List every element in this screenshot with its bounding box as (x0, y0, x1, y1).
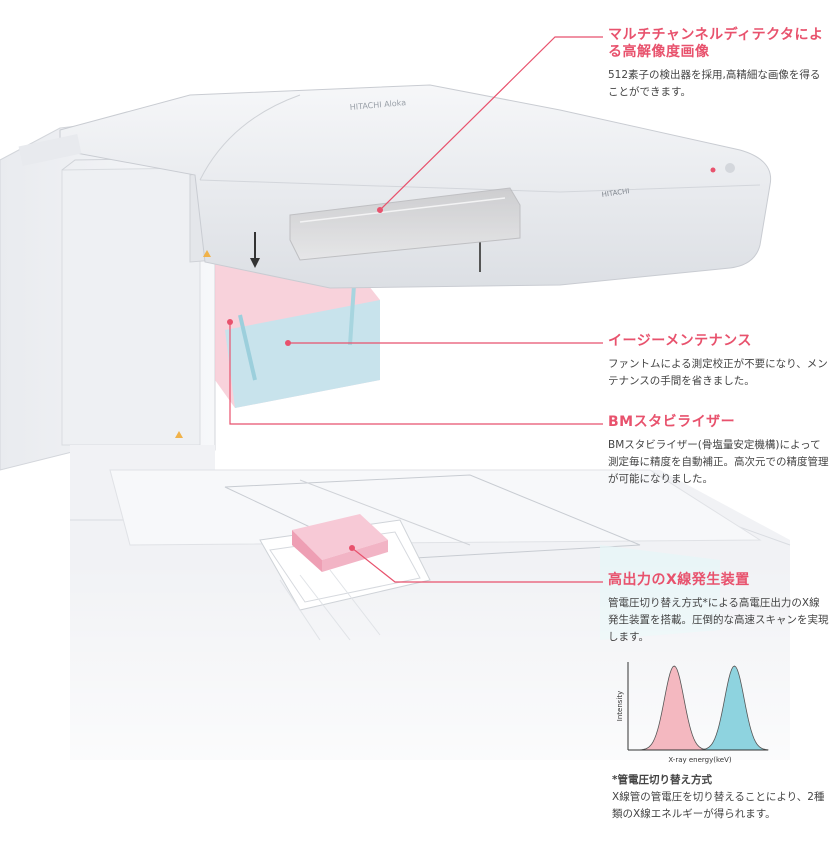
leader-dot (227, 319, 233, 325)
callout-body: 512素子の検出器を採用,高精細な画像を得ることができます。 (608, 69, 821, 98)
callout-body: ファントムによる測定校正が不要になり、メンテナンスの手間を省きました。 (608, 358, 828, 387)
detector (289, 187, 521, 261)
callout-xray-generator: 高出力のX線発生装置 管電圧切り替え方式*による高電圧出力のX線発生装置を搭載。… (608, 572, 830, 646)
warning-icon (175, 431, 183, 438)
xray-generator (292, 514, 388, 572)
energy-spectrum-chart: Intensity X-ray energy(keV) (616, 662, 769, 764)
callout-maintenance: イージーメンテナンス ファントムによる測定校正が不要になり、メンテナンスの手間を… (608, 333, 830, 390)
scanning-arm (18, 84, 772, 289)
footnote-title: *管電圧切り替え方式 (612, 774, 712, 786)
tower (0, 117, 216, 471)
down-arrow-icon (250, 232, 260, 268)
table-base (0, 445, 840, 845)
callout-title: BMスタビライザー (608, 414, 736, 430)
scan-volume (215, 250, 380, 408)
footnote: *管電圧切り替え方式 X線管の管電圧を切り替えることにより、2種類のX線エネルギ… (612, 772, 834, 823)
footnote-body: X線管の管電圧を切り替えることにより、2種類のX線エネルギーが得られます。 (612, 791, 825, 820)
callout-title: イージーメンテナンス (608, 333, 752, 349)
x-axis-label: X-ray energy(keV) (668, 756, 732, 764)
callout-bm-stabilizer: BMスタビライザー BMスタビライザー(骨塩量安定機構)によって測定毎に精度を自… (608, 414, 830, 488)
side-brand-text: HITACHI (601, 187, 630, 199)
callout-title: 高出力のX線発生装置 (608, 572, 750, 588)
callout-detector: マルチチャンネルディテクタによる高解像度画像 512素子の検出器を採用,高精細な… (608, 27, 830, 101)
callout-body: BMスタビライザー(骨塩量安定機構)によって測定毎に精度を自動補正。高次元での精… (608, 439, 829, 485)
y-axis-label: Intensity (616, 691, 624, 721)
warning-icon (203, 250, 211, 257)
leader-dot (349, 545, 355, 551)
callout-body: 管電圧切り替え方式*による高電圧出力のX線発生装置を搭載。圧倒的な高速スキャンを… (608, 597, 829, 643)
spectrum-peak-1 (628, 665, 769, 751)
leader-dot (285, 340, 291, 346)
leader-dot (377, 207, 383, 213)
leader-lines (229, 36, 603, 583)
callout-title: マルチチャンネルディテクタによる高解像度画像 (608, 27, 824, 60)
